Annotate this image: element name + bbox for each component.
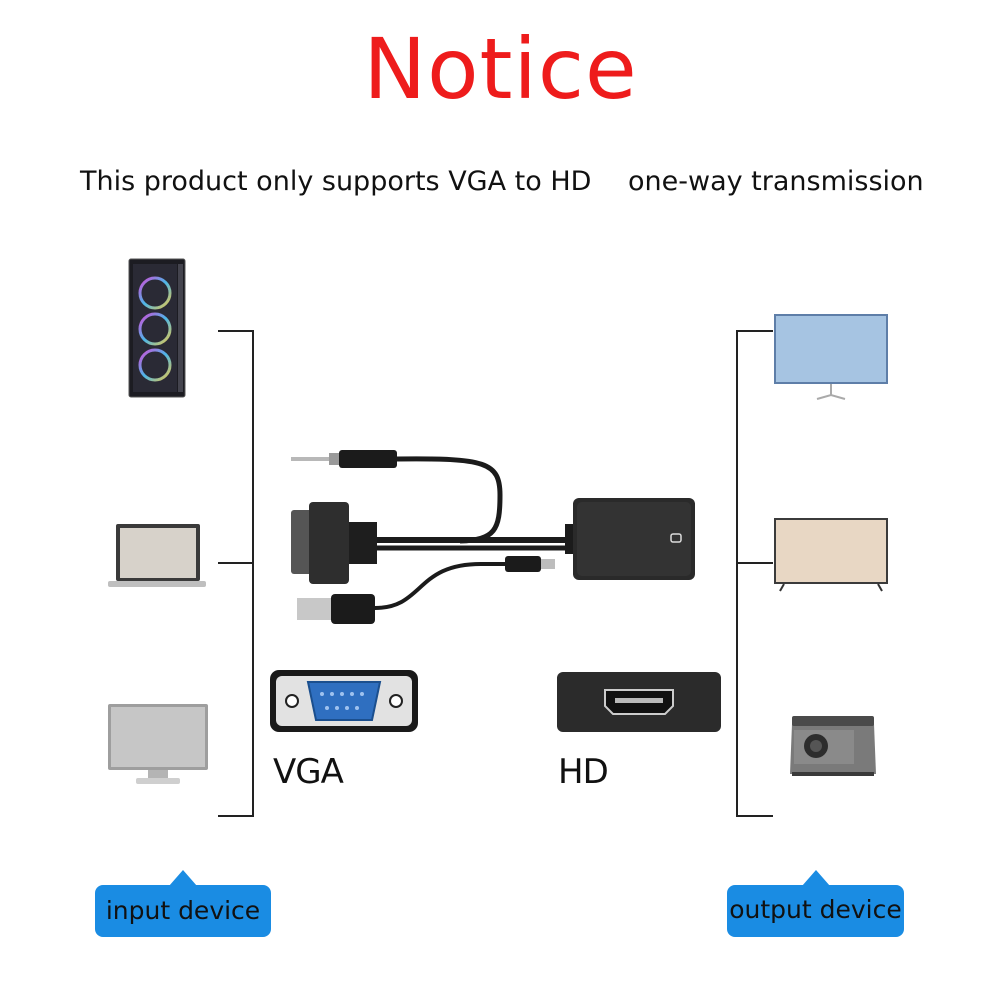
output-device-badge: output device [727,870,904,937]
output-monitor-icon [774,314,888,400]
vga-label: VGA [273,752,344,792]
input-device-label: input device [105,896,261,925]
output-device-label: output device [729,895,902,924]
monitor-icon [108,704,208,784]
vga-hdmi-adapter-icon [291,450,695,624]
subtitle-support: This product only supports VGA to HD [80,166,592,197]
laptop-icon [108,524,206,587]
badge-pointer [169,870,197,886]
pc-tower-icon [128,258,186,398]
vga-port-icon [270,670,418,732]
hd-label: HD [558,752,609,792]
projector-icon [790,716,876,776]
tv-icon [774,518,888,592]
input-device-badge: input device [95,870,271,937]
subtitle-one-way: one-way transmission [628,166,924,197]
badge-pointer [801,870,830,886]
notice-title: Notice [363,20,638,118]
hdmi-port-icon [557,672,721,732]
